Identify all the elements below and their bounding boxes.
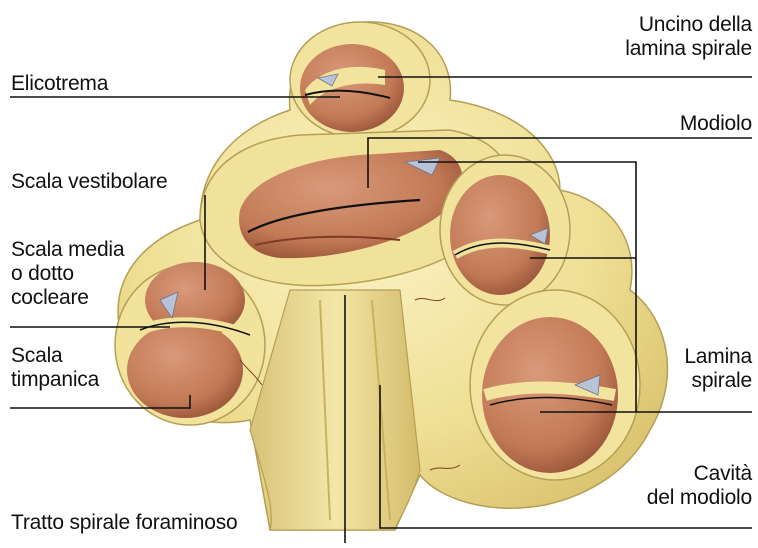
- label-scala-vestibolare: Scala vestibolare: [11, 170, 168, 194]
- label-line: Tratto spirale foraminoso: [11, 511, 237, 535]
- label-line: Cavità: [647, 462, 752, 486]
- label-line: Modiolo: [680, 112, 752, 136]
- label-lamina-spirale: Lamina spirale: [684, 345, 752, 393]
- label-line: Elicotrema: [11, 72, 108, 96]
- label-line: Scala vestibolare: [11, 170, 168, 194]
- right-upper-canal: [440, 155, 570, 305]
- label-line: Lamina: [684, 345, 752, 369]
- label-line: Scala media: [11, 238, 124, 262]
- label-line: timpanica: [11, 368, 99, 392]
- label-tratto-spirale-foraminoso: Tratto spirale foraminoso: [11, 511, 237, 535]
- label-line: Uncino della: [625, 13, 752, 37]
- label-line: o dotto: [11, 262, 124, 286]
- label-line: lamina spirale: [625, 37, 752, 61]
- label-line: spirale: [684, 369, 752, 393]
- label-uncino-lamina-spirale: Uncino della lamina spirale: [625, 13, 752, 61]
- label-elicotrema: Elicotrema: [11, 72, 108, 96]
- right-lower-canal: [470, 290, 640, 480]
- label-line: cocleare: [11, 286, 124, 310]
- label-line: del modiolo: [647, 486, 752, 510]
- label-line: Scala: [11, 344, 99, 368]
- label-modiolo: Modiolo: [680, 112, 752, 136]
- label-scala-media: Scala media o dotto cocleare: [11, 238, 124, 310]
- apical-turn: [290, 22, 430, 138]
- label-scala-timpanica: Scala timpanica: [11, 344, 99, 392]
- label-cavita-del-modiolo: Cavità del modiolo: [647, 462, 752, 510]
